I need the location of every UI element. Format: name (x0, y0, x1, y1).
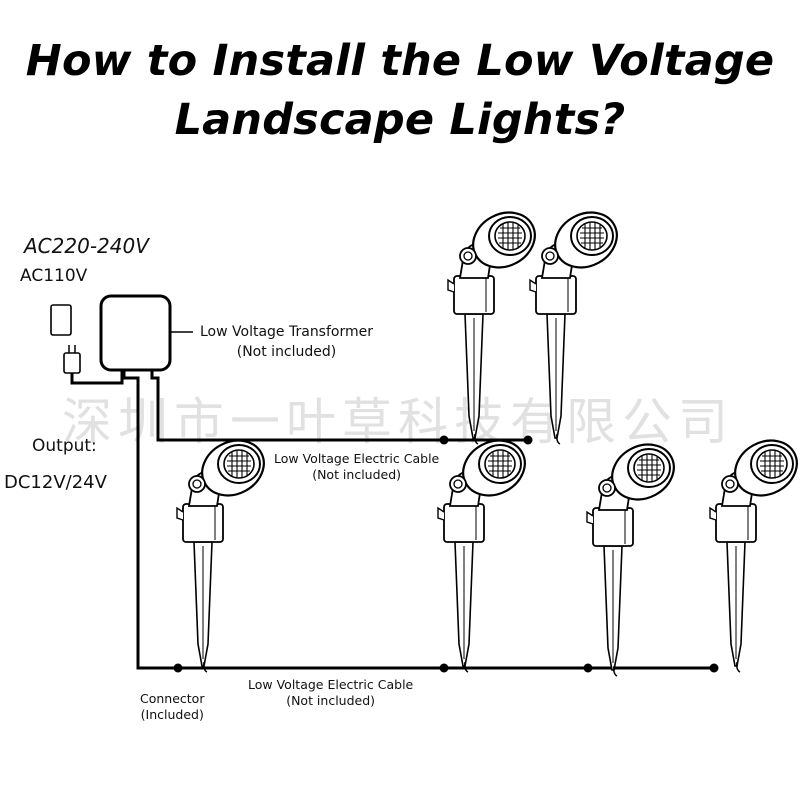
connector-label: Connector (Included) (140, 691, 204, 723)
landscape-spotlight (528, 200, 628, 446)
connector-note: (Included) (140, 707, 204, 722)
top-cable-note: (Not included) (312, 467, 402, 482)
bottom-cable-note: (Not included) (286, 693, 376, 708)
landscape-spotlight (585, 432, 685, 678)
bottom-cable-name: Low Voltage Electric Cable (248, 677, 414, 692)
output-voltage-label: DC12V/24V (4, 472, 107, 493)
wall-outlet (50, 304, 72, 336)
diagram-title-line-2: Landscape Lights? (174, 95, 626, 145)
mains-cable (70, 370, 124, 385)
input-voltage-label-2: AC110V (20, 266, 88, 286)
transformer-label: Low Voltage Transformer (Not included) (200, 322, 373, 362)
power-plug (63, 345, 81, 380)
output-cables (122, 370, 718, 670)
landscape-spotlight (446, 200, 546, 446)
landscape-spotlight (436, 428, 536, 674)
transformer-note: (Not included) (236, 344, 337, 360)
transformer-box (99, 294, 172, 372)
diagram-title-line-1: How to Install the Low Voltage (25, 36, 775, 86)
connector-name: Connector (140, 691, 205, 706)
landscape-spotlight (708, 428, 800, 674)
transformer-name: Low Voltage Transformer (200, 324, 373, 340)
top-cable-name: Low Voltage Electric Cable (274, 451, 440, 466)
bottom-cable-label: Low Voltage Electric Cable (Not included… (248, 677, 413, 709)
input-voltage-label-1: AC220-240V (24, 234, 149, 258)
output-label: Output: (32, 436, 97, 456)
top-cable-label: Low Voltage Electric Cable (Not included… (274, 451, 439, 483)
landscape-spotlight (175, 428, 275, 674)
connectors (173, 435, 719, 673)
